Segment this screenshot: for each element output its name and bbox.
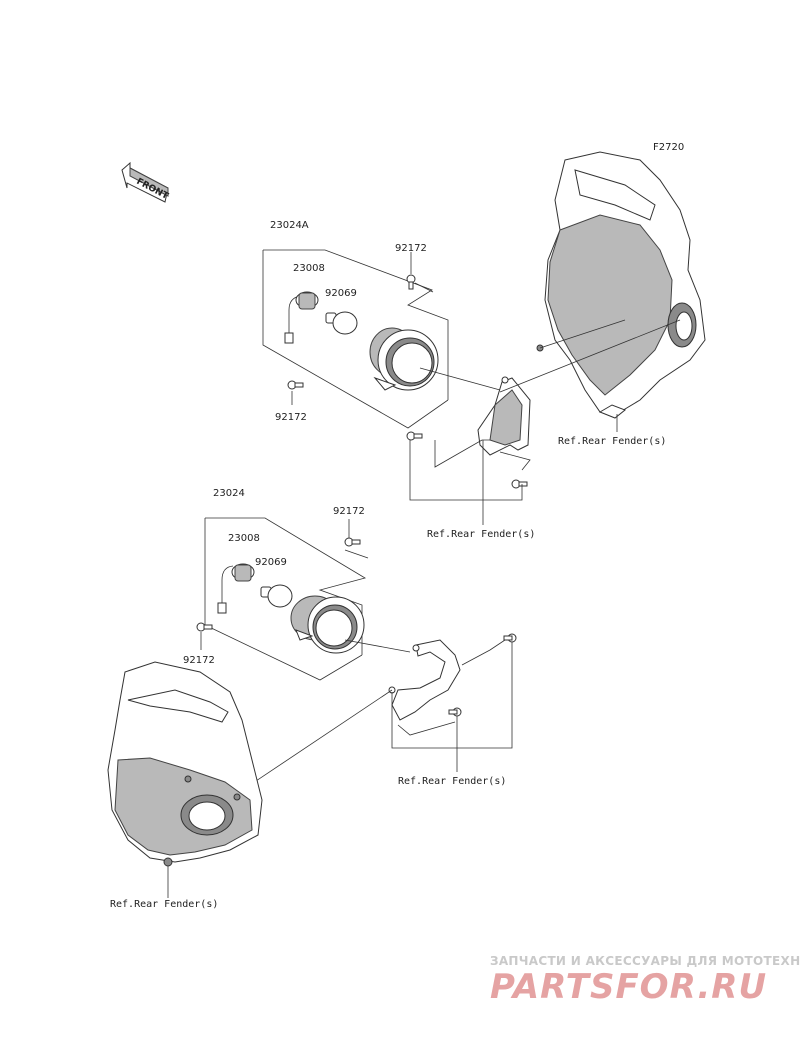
- label-92172-upper-top: 92172: [395, 243, 427, 254]
- ref-rear-fender-upper-right: Ref.Rear Fender(s): [558, 436, 666, 447]
- label-23008-lower: 23008: [228, 533, 260, 544]
- bolt-lower-bracket-1: [503, 633, 517, 643]
- upper-leader-lines: [291, 252, 681, 525]
- bracket-lower: [388, 639, 461, 721]
- bolt-lower-bracket-2: [448, 707, 462, 717]
- bolt-92172-upper-left: [287, 380, 304, 390]
- label-92069-lower: 92069: [255, 557, 287, 568]
- watermark-brand: PARTSFOR.RU: [490, 967, 767, 1007]
- label-92069-upper: 92069: [325, 288, 357, 299]
- label-23024: 23024: [213, 488, 245, 499]
- diagram-code: F2720: [653, 142, 684, 153]
- bolt-upper-bracket-2: [511, 479, 528, 489]
- socket-23008-upper: [284, 291, 319, 344]
- lower-leader-lines: [167, 519, 513, 898]
- watermark-tagline: ЗАПЧАСТИ И АКСЕССУАРЫ ДЛЯ МОТОТЕХНИКИ: [490, 954, 800, 968]
- bulb-92069-upper: [325, 311, 358, 335]
- fog-lamp-lower: [290, 595, 365, 654]
- ref-rear-fender-lower-left: Ref.Rear Fender(s): [110, 899, 218, 910]
- bolt-92172-lower-top: [344, 537, 361, 547]
- label-23024A: 23024A: [270, 220, 309, 231]
- fog-lamp-upper: [369, 327, 439, 391]
- label-23008-upper: 23008: [293, 263, 325, 274]
- front-arrow-icon: FRONT: [121, 161, 170, 203]
- label-92172-lower-top: 92172: [333, 506, 365, 517]
- watermark: ЗАПЧАСТИ И АКСЕССУАРЫ ДЛЯ МОТОТЕХНИКИ PA…: [490, 954, 800, 1007]
- ref-rear-fender-lower-right: Ref.Rear Fender(s): [398, 776, 506, 787]
- ref-rear-fender-upper-bottom: Ref.Rear Fender(s): [427, 529, 535, 540]
- label-92172-upper-left: 92172: [275, 412, 307, 423]
- rear-fender-left: [107, 661, 263, 867]
- bolt-92172-lower-left: [196, 622, 213, 632]
- bracket-upper: [477, 376, 531, 456]
- upper-assembly-frame: [262, 249, 449, 429]
- bulb-92069-lower: [260, 584, 293, 608]
- socket-23008-lower: [217, 563, 255, 614]
- bolt-92172-upper-top: [406, 274, 416, 290]
- rear-fender-right: [536, 151, 706, 419]
- bolt-upper-bracket-1: [406, 431, 423, 441]
- label-92172-lower-left: 92172: [183, 655, 215, 666]
